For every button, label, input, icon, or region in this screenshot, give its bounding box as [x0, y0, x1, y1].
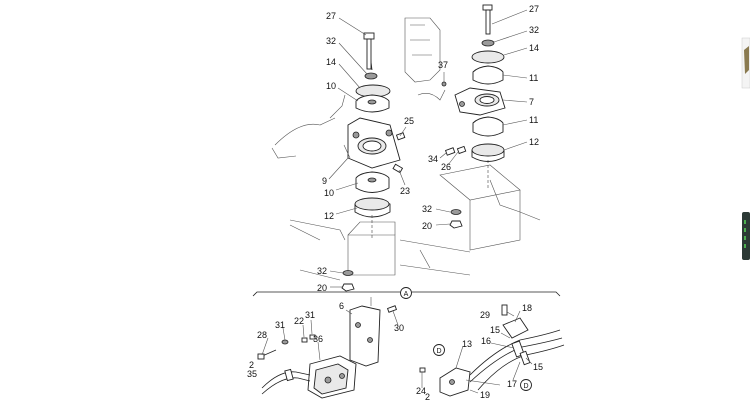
bolt-31: [309, 334, 316, 340]
right-mount-assembly: [289, 4, 541, 281]
bracket-13: [439, 367, 471, 397]
callout-34: 34: [428, 154, 438, 164]
lower-left-assembly: [257, 297, 398, 399]
callout-27: 27: [529, 4, 539, 14]
bolt-28: [257, 353, 265, 360]
callout-labels: 27 32 14 10 25 9 10 23 12 32 20 37 27 32…: [247, 4, 543, 400]
partial-thumbnail-top: [741, 37, 750, 89]
partial-thumbnail-gauge: [742, 212, 750, 260]
bolt-27-head: [363, 32, 375, 40]
washer-32-right: [481, 39, 495, 47]
section-divider-a: [252, 287, 561, 299]
washer-31: [281, 339, 289, 345]
callout-29: 29: [480, 310, 490, 320]
section-marker-a: A: [404, 291, 409, 298]
callout-24: 24: [416, 386, 426, 396]
callout-10: 10: [326, 81, 336, 91]
section-marker-d: D: [523, 383, 528, 390]
bolt-26: [456, 145, 467, 155]
callout-13: 13: [462, 339, 472, 349]
bolt-22: [301, 337, 308, 343]
bolt-27-right-head: [482, 4, 493, 11]
callout-2: 2: [249, 360, 254, 370]
nut-20: [341, 283, 355, 292]
bolt-34: [444, 147, 456, 156]
callout-22: 22: [294, 316, 304, 326]
callout-12: 12: [324, 211, 334, 221]
callout-32: 32: [326, 36, 336, 46]
bracket-6: [349, 305, 381, 367]
bolt-23: [392, 163, 404, 174]
callout-23: 23: [400, 186, 410, 196]
bolt-27-right-shank: [485, 9, 491, 35]
callout-31: 31: [305, 310, 315, 320]
leader-lines: [261, 9, 533, 394]
cushion-11-top: [472, 65, 504, 85]
callout-6: 6: [339, 301, 344, 311]
callout-20: 20: [422, 221, 432, 231]
callout-20: 20: [317, 283, 327, 293]
callout-31: 31: [275, 320, 285, 330]
callout-36: 36: [313, 334, 323, 344]
callout-12: 12: [529, 137, 539, 147]
callout-30: 30: [394, 323, 404, 333]
callout-11: 11: [529, 73, 538, 83]
bolt-30: [386, 305, 398, 313]
callout-7: 7: [529, 97, 534, 107]
left-mount-assembly: [271, 32, 406, 292]
callout-14: 14: [529, 43, 539, 53]
callout-18: 18: [522, 303, 532, 313]
callout-32: 32: [317, 266, 327, 276]
callout-19: 19: [480, 390, 490, 400]
callout-15: 15: [533, 362, 543, 372]
callout-26: 26: [441, 162, 451, 172]
cushion-14-right: [471, 50, 505, 64]
bolt-24: [419, 367, 426, 373]
washer-32-right-bottom: [450, 209, 462, 215]
callout-9: 9: [322, 176, 327, 186]
callout-11: 11: [529, 115, 538, 125]
callout-35: 35: [247, 369, 257, 379]
callout-25: 25: [404, 116, 414, 126]
washer-32-bottom: [342, 270, 354, 276]
bolt-27-shank: [366, 38, 372, 70]
callout-27: 27: [326, 11, 336, 21]
clamp-15: [519, 350, 531, 366]
right-edge-thumbnails: [738, 0, 750, 400]
nut-20-right: [449, 220, 463, 229]
bolt-25: [395, 132, 406, 141]
callout-28: 28: [257, 330, 267, 340]
cushion-11-bottom: [472, 116, 504, 137]
clamp-18: [502, 317, 529, 339]
bolt-29: [501, 304, 508, 316]
lower-right-assembly: [419, 304, 565, 397]
callout-2: 2: [425, 392, 430, 400]
callout-16: 16: [481, 336, 491, 346]
part-37: [441, 81, 447, 87]
callout-32: 32: [422, 204, 432, 214]
callout-32: 32: [529, 25, 539, 35]
callout-14: 14: [326, 57, 336, 67]
callout-37: 37: [438, 60, 448, 70]
section-markers: A D D: [404, 291, 529, 390]
callout-10: 10: [324, 188, 334, 198]
callout-17: 17: [507, 379, 517, 389]
washer-32: [364, 72, 378, 80]
section-marker-d: D: [436, 348, 441, 355]
callout-15: 15: [490, 325, 500, 335]
